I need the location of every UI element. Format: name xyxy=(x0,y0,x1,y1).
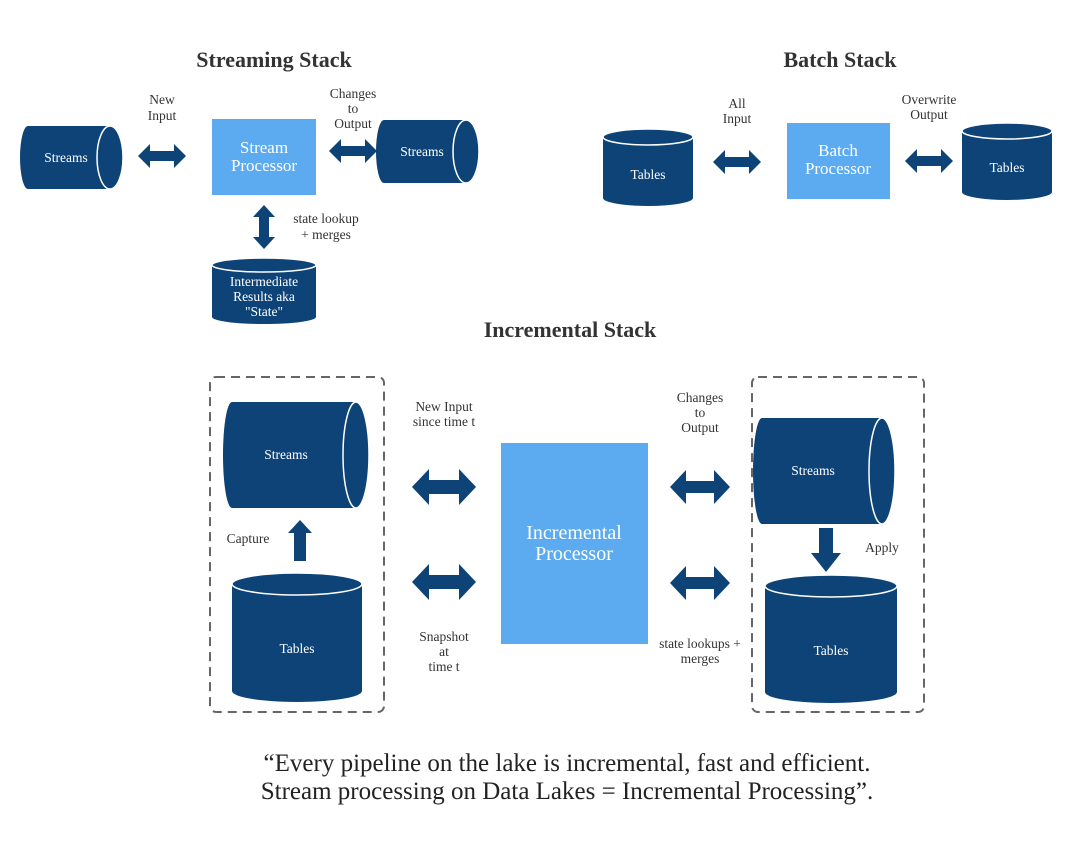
batch-output-tables: Tables xyxy=(961,122,1053,200)
snapshot-label-line1: Snapshot xyxy=(419,629,469,644)
batch-input-arrow xyxy=(713,150,761,174)
snapshot-arrow xyxy=(412,564,476,600)
stream-processor-line2: Processor xyxy=(231,156,297,175)
streaming-input-label-line2: Input xyxy=(148,108,177,123)
intermediate-state-line3: "State" xyxy=(245,304,283,319)
capture-label: Capture xyxy=(227,531,270,546)
left-source-group xyxy=(209,376,385,713)
streaming-output-streams: Streams xyxy=(376,119,480,184)
streaming-input-streams-label: Streams xyxy=(44,150,88,165)
streaming-output-arrow xyxy=(329,139,377,163)
apply-label: Apply xyxy=(865,540,899,555)
batch-input-label-line1: All xyxy=(728,96,746,111)
streaming-output-streams-label: Streams xyxy=(400,144,444,159)
apply-arrow xyxy=(811,528,841,572)
incremental-left-streams-label: Streams xyxy=(264,447,308,462)
streaming-state-label-line2: + merges xyxy=(301,227,351,242)
right-sink-group xyxy=(751,376,925,713)
quote-line1: “Every pipeline on the lake is increment… xyxy=(264,750,871,777)
batch-output-arrow xyxy=(905,149,953,173)
batch-stack-title: Batch Stack xyxy=(783,47,897,72)
streaming-state-label-line1: state lookup xyxy=(293,211,359,226)
state-lookups-label-line2: merges xyxy=(681,651,720,666)
streaming-input-streams: Streams xyxy=(20,125,124,190)
incremental-stack: Incremental Stack Streams Capture Tables… xyxy=(209,317,925,713)
batch-input-tables-label: Tables xyxy=(630,167,665,182)
incremental-left-tables-label: Tables xyxy=(279,641,314,656)
incremental-right-streams-label: Streams xyxy=(791,463,835,478)
streaming-stack-title: Streaming Stack xyxy=(196,47,352,72)
snapshot-label-line3: time t xyxy=(428,659,459,674)
changes-label-line1: Changes xyxy=(677,390,724,405)
streaming-output-label-line3: Output xyxy=(334,116,372,131)
batch-processor-line2: Processor xyxy=(805,159,871,178)
batch-processor: Batch Processor xyxy=(787,123,890,199)
new-input-arrow xyxy=(412,469,476,505)
changes-arrow xyxy=(670,470,730,504)
batch-output-label-line2: Output xyxy=(910,107,948,122)
intermediate-state-line2: Results aka xyxy=(233,289,295,304)
stream-processor: Stream Processor xyxy=(212,119,316,195)
changes-label-line3: Output xyxy=(681,420,719,435)
incremental-stack-title: Incremental Stack xyxy=(484,317,657,342)
streaming-output-label-line2: to xyxy=(348,101,359,116)
incremental-left-streams: Streams xyxy=(223,401,370,509)
batch-output-label-line1: Overwrite xyxy=(902,92,957,107)
intermediate-state-store: Intermediate Results aka "State" xyxy=(211,257,317,324)
streaming-stack: Streaming Stack Streams New Input Stream… xyxy=(20,47,480,324)
capture-arrow xyxy=(288,520,312,561)
incremental-right-tables-label: Tables xyxy=(813,643,848,658)
batch-input-label-line2: Input xyxy=(723,111,752,126)
incremental-processor: Incremental Processor xyxy=(501,443,648,644)
changes-label-line2: to xyxy=(695,405,706,420)
snapshot-label-line2: at xyxy=(439,644,449,659)
incremental-right-streams: Streams xyxy=(753,417,896,525)
streaming-state-arrow xyxy=(253,205,275,249)
incremental-left-tables: Tables xyxy=(231,572,363,702)
incremental-processor-line2: Processor xyxy=(535,543,613,565)
incremental-right-tables: Tables xyxy=(764,574,898,703)
quote: “Every pipeline on the lake is increment… xyxy=(261,750,874,805)
quote-line2: Stream processing on Data Lakes = Increm… xyxy=(261,778,874,805)
intermediate-state-line1: Intermediate xyxy=(230,274,298,289)
batch-input-tables: Tables xyxy=(602,128,694,206)
streaming-input-label-line1: New xyxy=(149,92,175,107)
new-input-label-line2: since time t xyxy=(413,414,475,429)
stream-processor-line1: Stream xyxy=(240,138,288,157)
streaming-input-arrow xyxy=(138,144,186,168)
batch-processor-line1: Batch xyxy=(818,141,858,160)
incremental-processor-line1: Incremental xyxy=(526,522,622,544)
streaming-output-label-line1: Changes xyxy=(330,86,377,101)
new-input-label-line1: New Input xyxy=(415,399,473,414)
batch-output-tables-label: Tables xyxy=(989,160,1024,175)
state-lookups-arrow xyxy=(670,566,730,600)
state-lookups-label-line1: state lookups + xyxy=(659,636,741,651)
batch-stack: Batch Stack Tables All Input Batch Proce… xyxy=(602,47,1053,206)
